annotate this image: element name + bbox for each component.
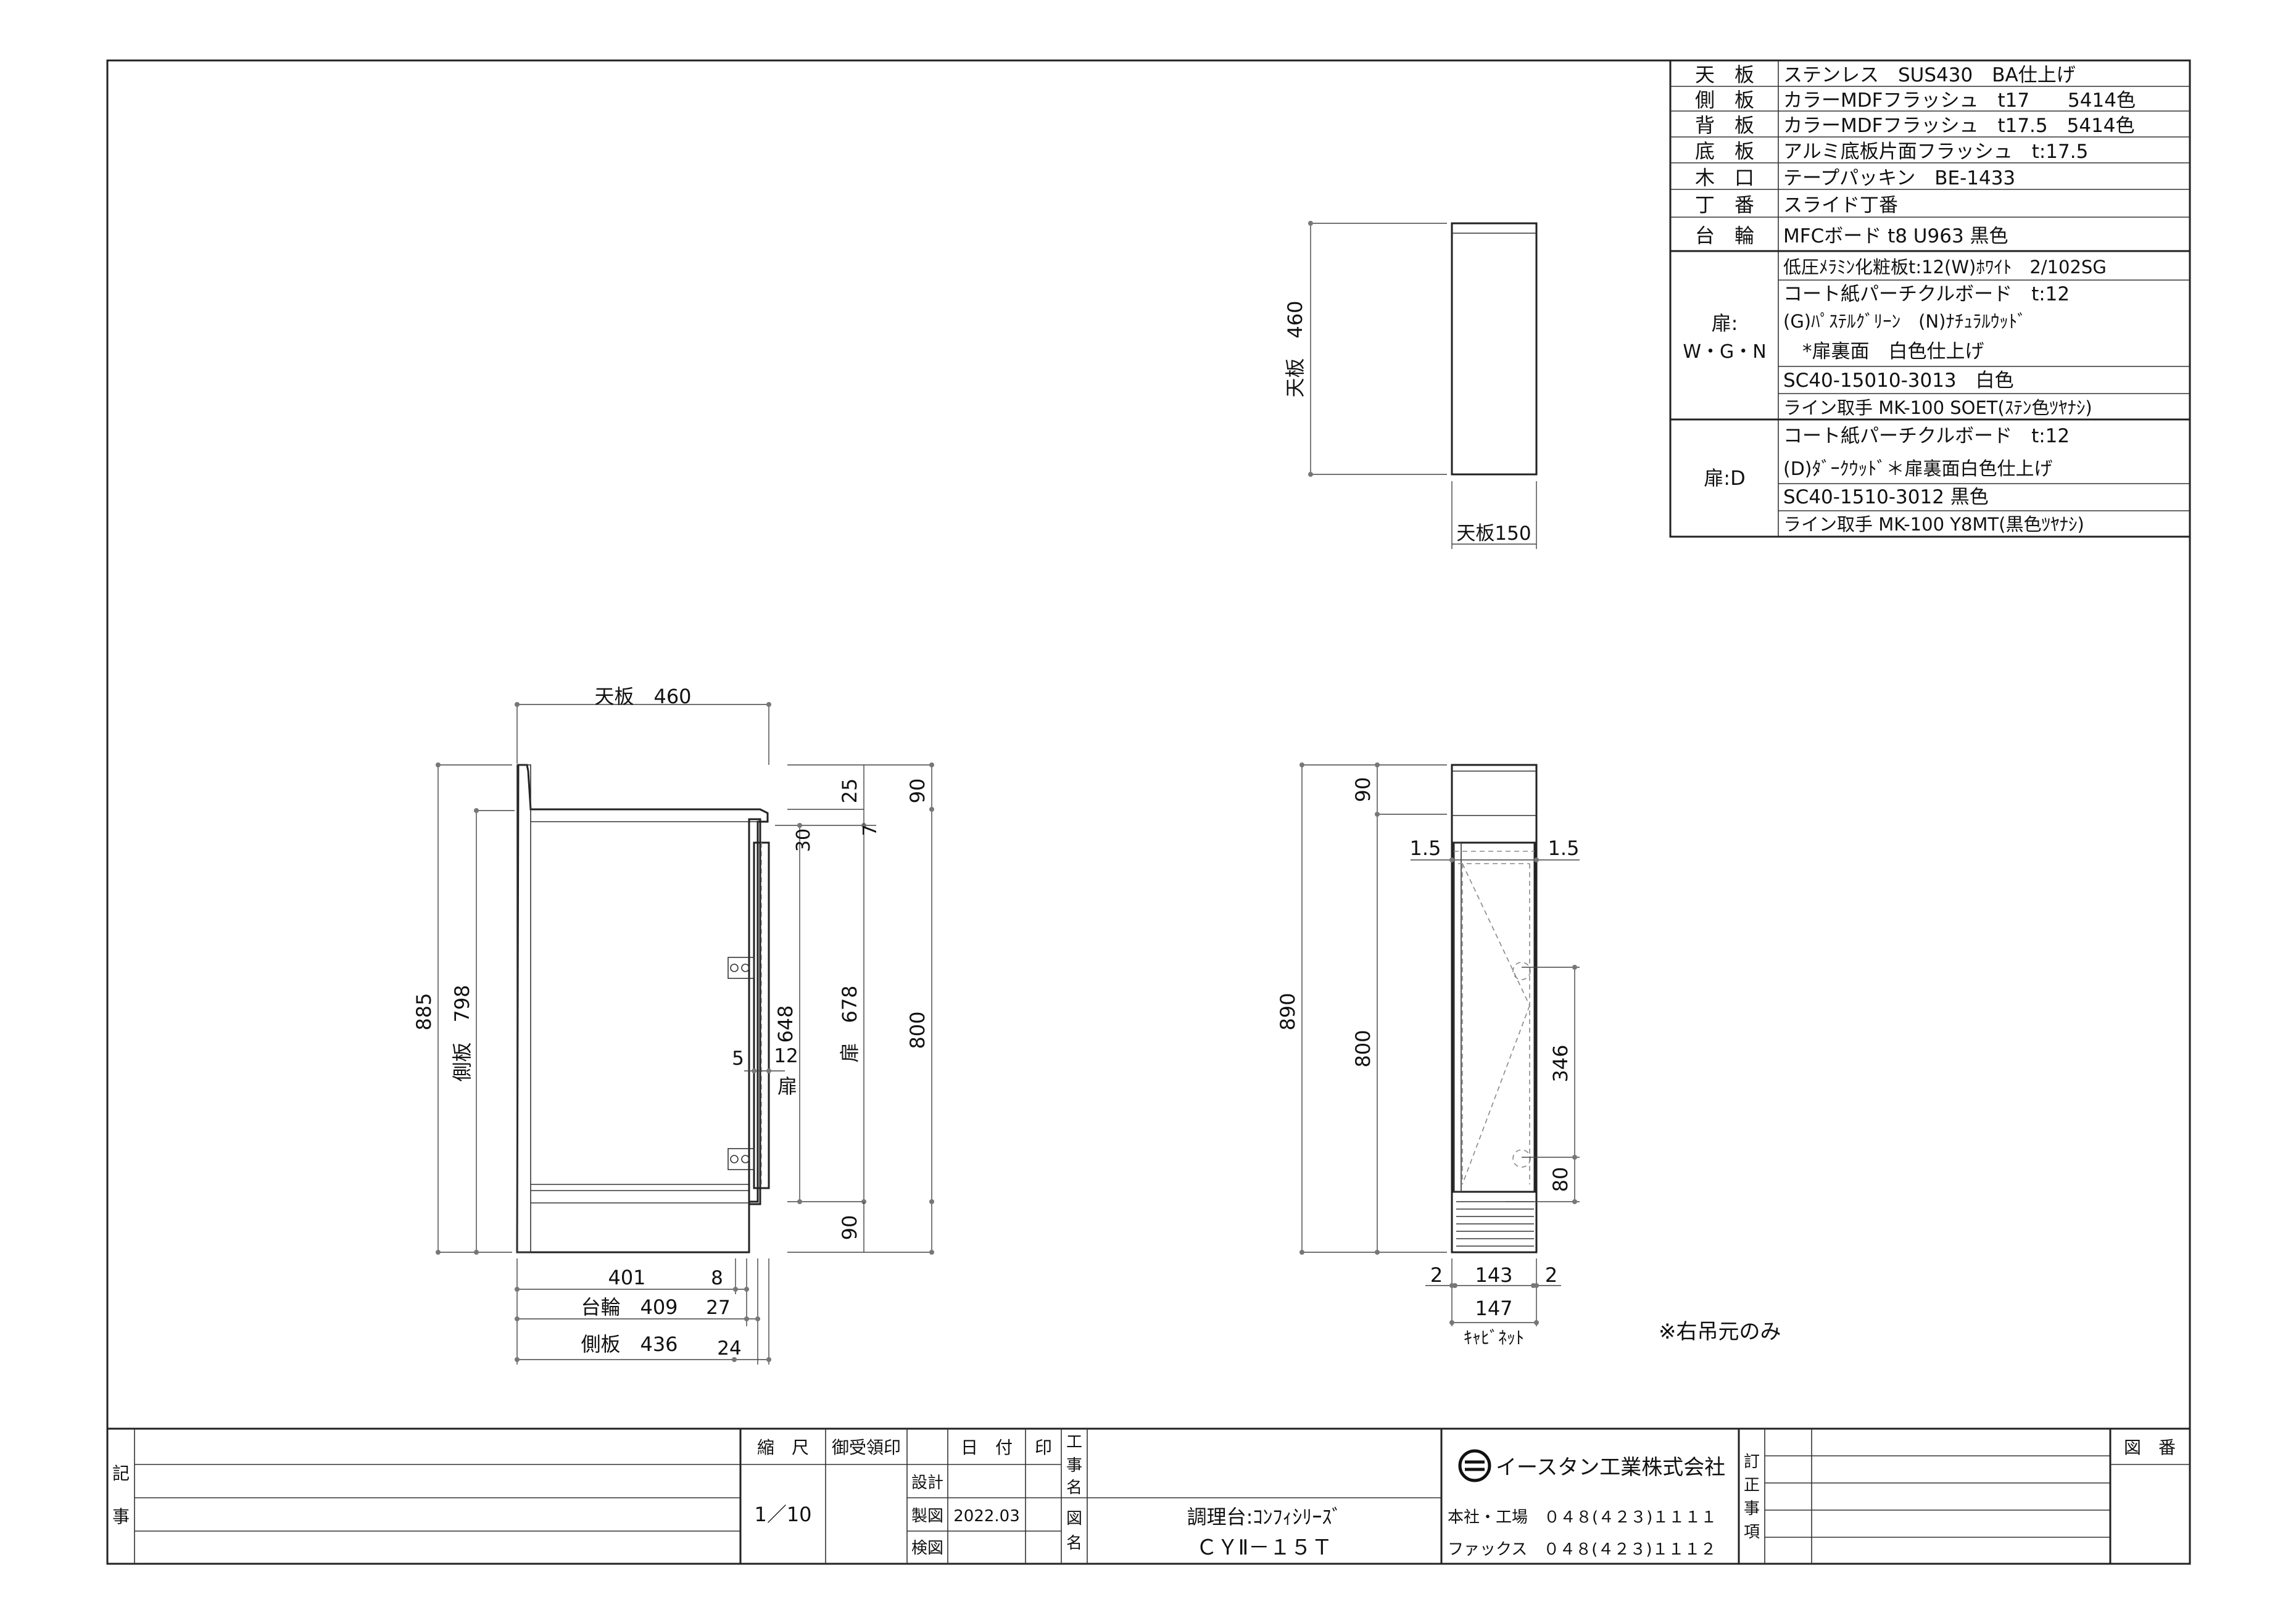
tb-checked: 検図 bbox=[911, 1539, 943, 1558]
tb-approval-header: 御受領印 bbox=[832, 1437, 901, 1458]
tb-rev-1: 訂 bbox=[1744, 1453, 1760, 1471]
spec-part-4: 木 口 bbox=[1695, 166, 1754, 189]
tb-drawn: 製図 bbox=[911, 1507, 943, 1526]
side-90-bottom: 90 bbox=[838, 1215, 861, 1241]
side-top-label: 天板 460 bbox=[594, 685, 691, 708]
side-885: 885 bbox=[412, 993, 436, 1030]
tb-zumei-1: 図 bbox=[1066, 1509, 1082, 1528]
tb-koji-2: 事 bbox=[1066, 1456, 1082, 1475]
tb-drawing-no-header: 図 番 bbox=[2124, 1437, 2176, 1458]
front-gap-right: 1.5 bbox=[1548, 836, 1580, 860]
tb-zumei-2: 名 bbox=[1066, 1534, 1082, 1553]
spec-value-5: スライド丁番 bbox=[1783, 194, 1898, 217]
tb-hq: 本社・工場 ０４８(４２３)１１１１ bbox=[1448, 1508, 1717, 1527]
spec-value-0: ステンレス SUS430 BA仕上げ bbox=[1783, 64, 2076, 86]
tb-company: イースタン工業株式会社 bbox=[1496, 1455, 1725, 1480]
front-346: 346 bbox=[1549, 1044, 1572, 1082]
side-436: 側板 436 bbox=[581, 1332, 678, 1356]
spec-part-2: 背 板 bbox=[1695, 114, 1754, 137]
side-90-top: 90 bbox=[906, 778, 929, 804]
door-wgn-line-5: ライン取手 MK-100 SOET(ｽﾃﾝ色ﾂﾔﾅｼ) bbox=[1783, 397, 2092, 418]
door-wgn-line-1: コート紙パーチクルボード t:12 bbox=[1783, 283, 2070, 305]
spec-value-6: MFCボード t8 U963 黒色 bbox=[1783, 225, 2008, 247]
side-401: 401 bbox=[608, 1266, 645, 1289]
side-678: 扉 678 bbox=[838, 985, 861, 1062]
door-d-line-3: ライン取手 MK-100 Y8MT(黒色ﾂﾔﾅｼ) bbox=[1783, 514, 2084, 535]
front-view: 890 90 800 1.5 1.5 346 80 2 143 2 bbox=[1276, 762, 1781, 1348]
front-90: 90 bbox=[1351, 777, 1375, 803]
front-note: ※右吊元のみ bbox=[1659, 1319, 1781, 1344]
door-wgn-label-2: W・G・N bbox=[1683, 341, 1766, 363]
side-798: 側板 798 bbox=[450, 985, 474, 1081]
door-d-line-2: SC40-1510-3012 黒色 bbox=[1783, 486, 1989, 508]
side-409: 台輪 409 bbox=[581, 1295, 678, 1319]
tb-design: 設計 bbox=[911, 1474, 943, 1492]
door-d-line-1: (D)ﾀﾞｰｸｳｯﾄﾞ＊扉裏面白色仕上げ bbox=[1783, 458, 2053, 480]
tb-date-header: 日 付 bbox=[961, 1437, 1013, 1458]
front-147: 147 bbox=[1475, 1297, 1512, 1320]
tb-product-name: 調理台:ｺﾝﾌｨｼﾘｰｽﾞ bbox=[1187, 1505, 1342, 1529]
front-2-left: 2 bbox=[1430, 1263, 1443, 1287]
side-12: 12 bbox=[774, 1045, 798, 1067]
side-27: 27 bbox=[706, 1297, 730, 1319]
door-d-label: 扉:D bbox=[1704, 466, 1745, 490]
tb-side-kanji-2: 事 bbox=[112, 1506, 130, 1527]
tb-koji-3: 名 bbox=[1066, 1479, 1082, 1497]
door-d-line-0: コート紙パーチクルボード t:12 bbox=[1783, 425, 2070, 447]
spec-table: 天 板 側 板 背 板 底 板 木 口 丁 番 台 輪 ステンレス SUS430… bbox=[1669, 59, 2191, 538]
front-143: 143 bbox=[1475, 1263, 1512, 1287]
side-5: 5 bbox=[732, 1047, 744, 1070]
side-7: 7 bbox=[860, 824, 881, 836]
title-block: 記 事 縮 尺 1／10 御受領印 日 付 印 設計 製図 検図 2022.03… bbox=[107, 1427, 2190, 1564]
front-890: 890 bbox=[1276, 993, 1299, 1030]
spec-value-1: カラーMDFフラッシュ t17 5414色 bbox=[1783, 89, 2136, 112]
door-wgn-line-0: 低圧ﾒﾗﾐﾝ化粧板t:12(W)ﾎﾜｲﾄ 2/102SG bbox=[1783, 257, 2107, 278]
tb-fax: ファックス ０４８(４２３)１１１２ bbox=[1448, 1540, 1717, 1559]
side-door-label: 扉 bbox=[777, 1075, 797, 1098]
side-view: 天板 460 885 側板 798 bbox=[412, 685, 934, 1365]
tb-drawn-date: 2022.03 bbox=[953, 1507, 1020, 1526]
side-8: 8 bbox=[711, 1267, 723, 1289]
top-view: 天板 460 天板150 bbox=[1283, 221, 1538, 549]
tb-scale-header: 縮 尺 bbox=[757, 1437, 809, 1458]
spec-part-5: 丁 番 bbox=[1695, 193, 1754, 217]
tb-seal-header: 印 bbox=[1035, 1437, 1052, 1458]
tb-koji-1: 工 bbox=[1066, 1433, 1082, 1452]
spec-part-3: 底 板 bbox=[1695, 139, 1754, 163]
front-cabinet-label: ｷｬﾋﾞﾈｯﾄ bbox=[1464, 1328, 1524, 1348]
sheet-frame bbox=[106, 59, 2191, 1565]
tb-side-kanji-1: 記 bbox=[112, 1463, 130, 1484]
hinge-lower bbox=[727, 1148, 755, 1170]
spec-part-1: 側 板 bbox=[1695, 88, 1754, 112]
door-wgn-line-4: SC40-15010-3013 白色 bbox=[1783, 370, 2014, 392]
spec-value-2: カラーMDFフラッシュ t17.5 5414色 bbox=[1783, 115, 2135, 137]
tb-scale-value: 1／10 bbox=[754, 1503, 811, 1526]
side-25: 25 bbox=[838, 778, 861, 804]
front-2-right: 2 bbox=[1545, 1263, 1557, 1287]
tb-rev-2: 正 bbox=[1744, 1476, 1760, 1495]
side-648: 648 bbox=[774, 1005, 797, 1043]
door-wgn-line-2: (G)ﾊﾟｽﾃﾙｸﾞﾘｰﾝ (N)ﾅﾁｭﾗﾙｳｯﾄﾞ bbox=[1783, 311, 2026, 332]
spec-part-0: 天 板 bbox=[1695, 63, 1754, 86]
front-800: 800 bbox=[1351, 1030, 1375, 1067]
spec-part-6: 台 輪 bbox=[1695, 224, 1754, 247]
door-wgn-label: 扉: bbox=[1712, 312, 1738, 335]
tb-rev-3: 事 bbox=[1744, 1500, 1760, 1518]
door-wgn-line-3: *扉裏面 白色仕上げ bbox=[1783, 341, 1984, 363]
hinge-upper bbox=[727, 957, 755, 979]
side-800: 800 bbox=[906, 1011, 929, 1049]
top-view-depth-label: 天板 460 bbox=[1283, 300, 1307, 397]
spec-value-3: アルミ底板片面フラッシュ t:17.5 bbox=[1783, 141, 2088, 163]
tb-rev-4: 項 bbox=[1744, 1523, 1760, 1542]
tb-model: ＣＹⅡ－１５Ｔ bbox=[1196, 1535, 1333, 1560]
side-30: 30 bbox=[793, 828, 814, 852]
front-gap-left: 1.5 bbox=[1410, 836, 1441, 860]
front-80: 80 bbox=[1549, 1167, 1572, 1192]
top-view-width-label: 天板150 bbox=[1456, 522, 1531, 545]
side-24: 24 bbox=[717, 1337, 741, 1360]
spec-value-4: テープパッキン BE-1433 bbox=[1783, 167, 2015, 189]
company-logo bbox=[1458, 1449, 1491, 1482]
